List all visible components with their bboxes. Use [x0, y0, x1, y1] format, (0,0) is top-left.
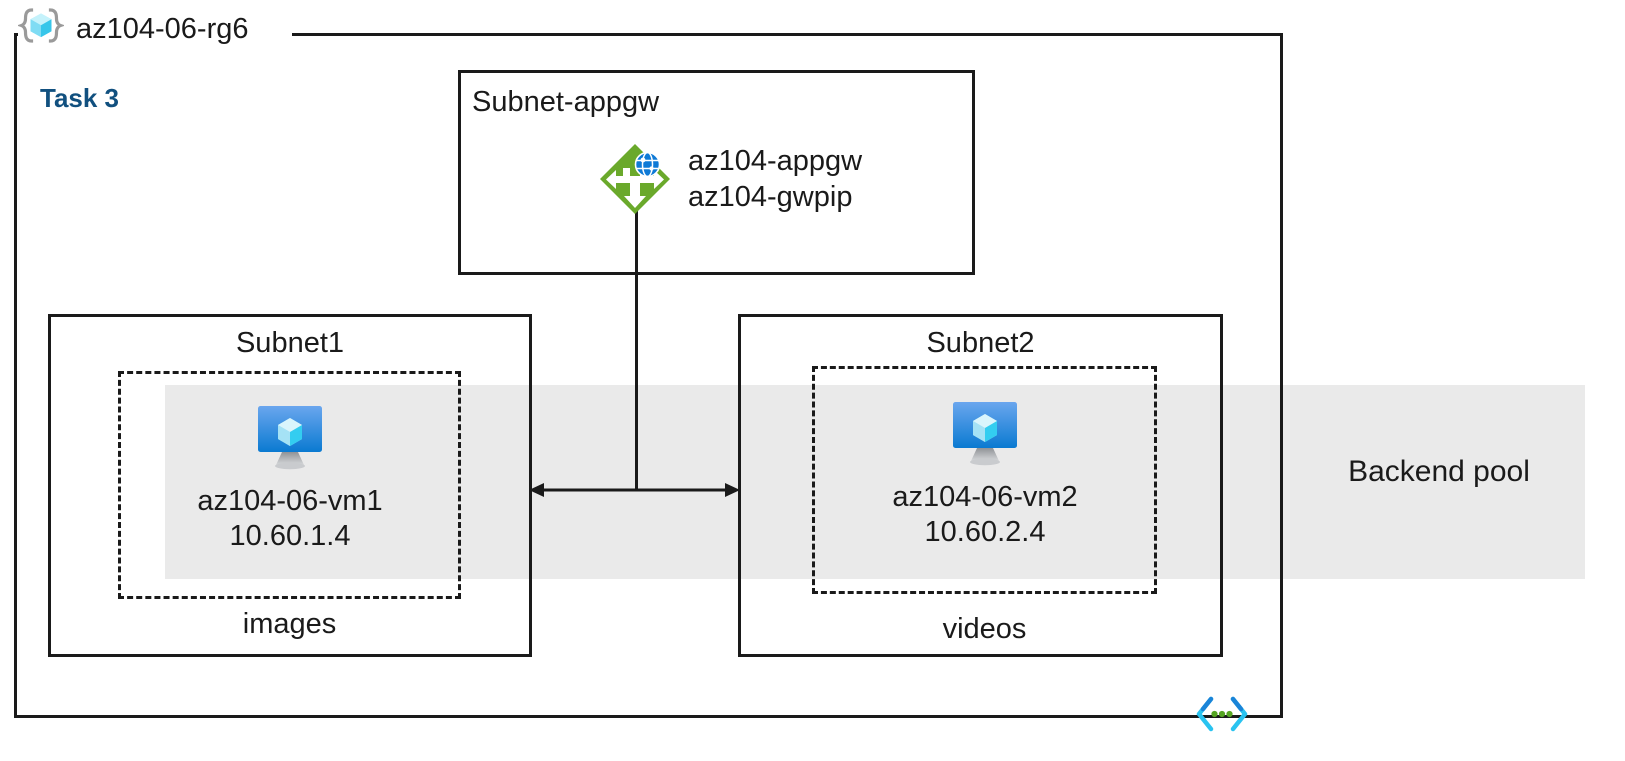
task-label: Task 3 — [40, 83, 120, 113]
appgw-name-line: az104-appgw — [688, 144, 863, 177]
subnet-bidirectional-arrow — [527, 481, 742, 499]
backend-pool-label: Backend pool — [1348, 455, 1530, 488]
azure-resource-group-icon — [18, 6, 64, 52]
subnet2-caption: videos — [942, 613, 1027, 645]
virtual-machine-icon — [153, 402, 427, 472]
application-gateway-labels: az104-appgw az104-gwpip — [688, 143, 862, 216]
vm1-node: az104-06-vm1 10.60.1.4 — [153, 402, 427, 554]
vm1-name: az104-06-vm1 — [197, 485, 383, 517]
gateway-vertical-connector — [635, 205, 638, 490]
subnet2-title: Subnet2 — [926, 327, 1035, 359]
subnet1-caption: images — [242, 608, 337, 640]
vm2-name: az104-06-vm2 — [892, 481, 1078, 513]
virtual-machine-icon — [848, 398, 1122, 468]
subnet1-vm-group-dashed-box — [118, 371, 461, 599]
vm2-node: az104-06-vm2 10.60.2.4 — [848, 398, 1122, 550]
subnet2-vm-group-dashed-box — [812, 366, 1157, 594]
resource-group-top-right-line — [292, 33, 1283, 36]
code-brackets-icon — [1196, 696, 1248, 732]
resource-group-header: az104-06-rg6 — [18, 6, 259, 52]
subnet-appgw-box — [458, 70, 975, 275]
resource-group-frame — [14, 33, 1283, 718]
appgw-pip-line: az104-gwpip — [688, 181, 853, 213]
application-gateway-node: az104-appgw az104-gwpip — [596, 140, 862, 218]
backend-pool-band — [165, 385, 1585, 579]
subnet2-box — [738, 314, 1223, 657]
resource-group-title: az104-06-rg6 — [76, 12, 249, 45]
subnet1-box — [48, 314, 532, 657]
application-gateway-icon — [596, 140, 674, 218]
subnet1-title: Subnet1 — [235, 327, 345, 359]
subnet-appgw-title: Subnet-appgw — [472, 86, 660, 118]
vm1-ip: 10.60.1.4 — [229, 519, 351, 552]
vm2-ip: 10.60.2.4 — [924, 515, 1046, 548]
